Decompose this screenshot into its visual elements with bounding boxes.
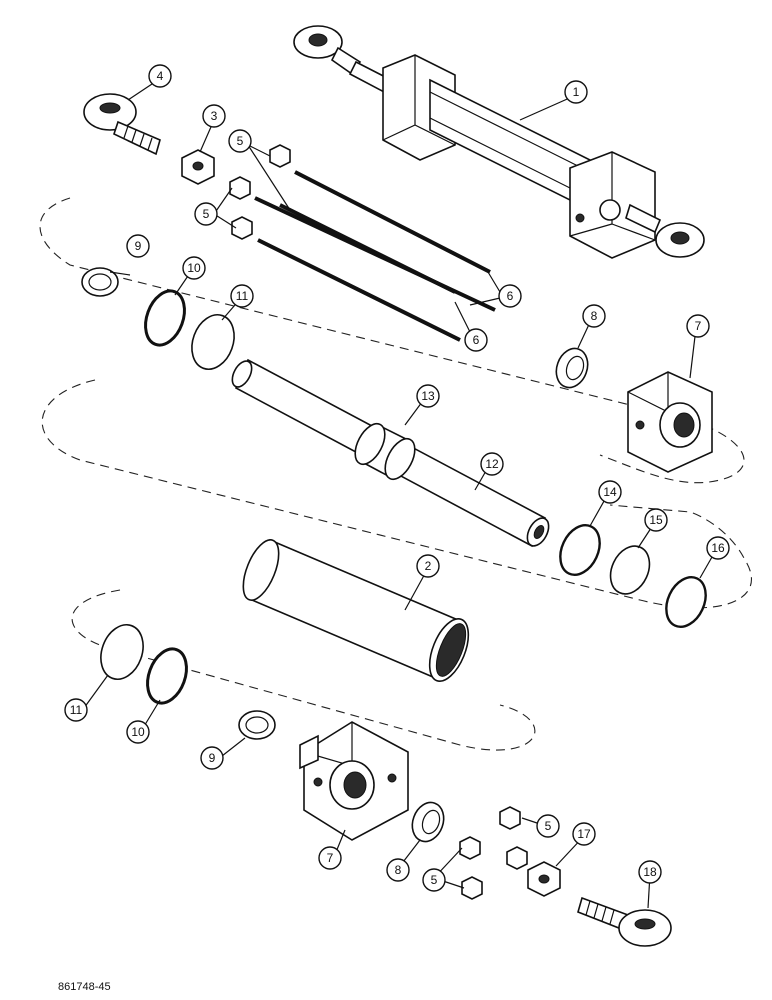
part-8-bushing-lower bbox=[411, 801, 445, 843]
callout-3: 3 bbox=[202, 104, 226, 128]
svg-text:14: 14 bbox=[603, 485, 617, 499]
svg-text:5: 5 bbox=[237, 134, 244, 148]
callout-5-lower-a: 5 bbox=[536, 814, 560, 838]
callout-5-lower-b: 5 bbox=[422, 868, 446, 892]
dashed-group-upper bbox=[39, 197, 745, 484]
svg-text:7: 7 bbox=[327, 851, 334, 865]
part-9-wiper-upper bbox=[81, 267, 119, 297]
part-13-piston bbox=[354, 422, 416, 481]
callout-9-lower: 9 bbox=[200, 746, 224, 770]
part-18-rod-end bbox=[577, 896, 672, 947]
part-5-nuts-upper bbox=[229, 144, 291, 240]
svg-text:17: 17 bbox=[577, 827, 591, 841]
part-1-cylinder-assembly bbox=[293, 25, 705, 259]
svg-text:5: 5 bbox=[431, 873, 438, 887]
svg-text:12: 12 bbox=[485, 457, 499, 471]
svg-text:5: 5 bbox=[545, 819, 552, 833]
part-3-hex-nut bbox=[181, 149, 215, 185]
svg-text:5: 5 bbox=[203, 207, 210, 221]
callout-9-upper: 9 bbox=[126, 234, 150, 258]
callout-7-lower: 7 bbox=[318, 846, 342, 870]
callout-2: 2 bbox=[416, 554, 440, 578]
svg-text:11: 11 bbox=[236, 289, 249, 303]
dashed-group-middle bbox=[41, 379, 752, 609]
callout-5-upper-a: 5 bbox=[228, 129, 252, 153]
callout-7-upper: 7 bbox=[686, 314, 710, 338]
part-9-wiper-lower bbox=[238, 710, 276, 740]
callout-6-a: 6 bbox=[498, 284, 522, 308]
callout-11-lower: 11 bbox=[64, 698, 88, 722]
callout-12: 12 bbox=[480, 452, 504, 476]
svg-text:9: 9 bbox=[209, 751, 216, 765]
svg-text:10: 10 bbox=[131, 725, 145, 739]
part-7-head-upper bbox=[627, 371, 713, 473]
part-2-cylinder-barrel bbox=[242, 538, 470, 682]
part-8-bushing-upper bbox=[555, 347, 589, 389]
callout-18: 18 bbox=[638, 860, 662, 884]
callout-5-upper-b: 5 bbox=[194, 202, 218, 226]
svg-text:7: 7 bbox=[695, 319, 702, 333]
svg-text:8: 8 bbox=[591, 309, 598, 323]
svg-text:6: 6 bbox=[473, 333, 480, 347]
part-17-hex-nut bbox=[527, 861, 561, 897]
svg-text:1: 1 bbox=[573, 85, 580, 99]
callout-1: 1 bbox=[564, 80, 588, 104]
part-15-wear-ring bbox=[609, 545, 651, 595]
callout-15: 15 bbox=[644, 508, 668, 532]
part-6-tie-rods bbox=[254, 170, 496, 342]
svg-text:11: 11 bbox=[70, 703, 83, 717]
svg-text:10: 10 bbox=[187, 261, 201, 275]
svg-text:8: 8 bbox=[395, 863, 402, 877]
svg-text:16: 16 bbox=[711, 541, 725, 555]
dashed-group-lower bbox=[71, 589, 536, 751]
callout-10-upper: 10 bbox=[182, 256, 206, 280]
callout-13: 13 bbox=[416, 384, 440, 408]
callout-8-upper: 8 bbox=[582, 304, 606, 328]
callout-17: 17 bbox=[572, 822, 596, 846]
callout-10-lower: 10 bbox=[126, 720, 150, 744]
svg-text:2: 2 bbox=[425, 559, 432, 573]
callout-14: 14 bbox=[598, 480, 622, 504]
svg-text:6: 6 bbox=[507, 289, 514, 303]
svg-text:4: 4 bbox=[157, 69, 164, 83]
part-14-piston-seal bbox=[559, 524, 601, 576]
svg-text:18: 18 bbox=[643, 865, 657, 879]
part-7-cap-lower bbox=[299, 721, 409, 841]
part-10-oring-upper bbox=[144, 289, 186, 347]
callout-4: 4 bbox=[148, 64, 172, 88]
part-16-split-ring bbox=[665, 576, 707, 628]
callout-8-lower: 8 bbox=[386, 858, 410, 882]
part-5-nuts-lower bbox=[459, 806, 528, 900]
part-11-backup-ring-upper bbox=[191, 314, 235, 370]
callout-16: 16 bbox=[706, 536, 730, 560]
callout-6-b: 6 bbox=[464, 328, 488, 352]
document-id: 861748-45 bbox=[58, 981, 111, 993]
svg-text:15: 15 bbox=[649, 513, 663, 527]
svg-text:3: 3 bbox=[211, 109, 218, 123]
part-10-oring-lower bbox=[146, 647, 188, 705]
part-4-rod-end bbox=[83, 93, 161, 156]
part-11-backup-ring-lower bbox=[100, 624, 144, 680]
svg-text:13: 13 bbox=[421, 389, 435, 403]
callout-11-upper: 11 bbox=[230, 284, 254, 308]
svg-text:9: 9 bbox=[135, 239, 142, 253]
